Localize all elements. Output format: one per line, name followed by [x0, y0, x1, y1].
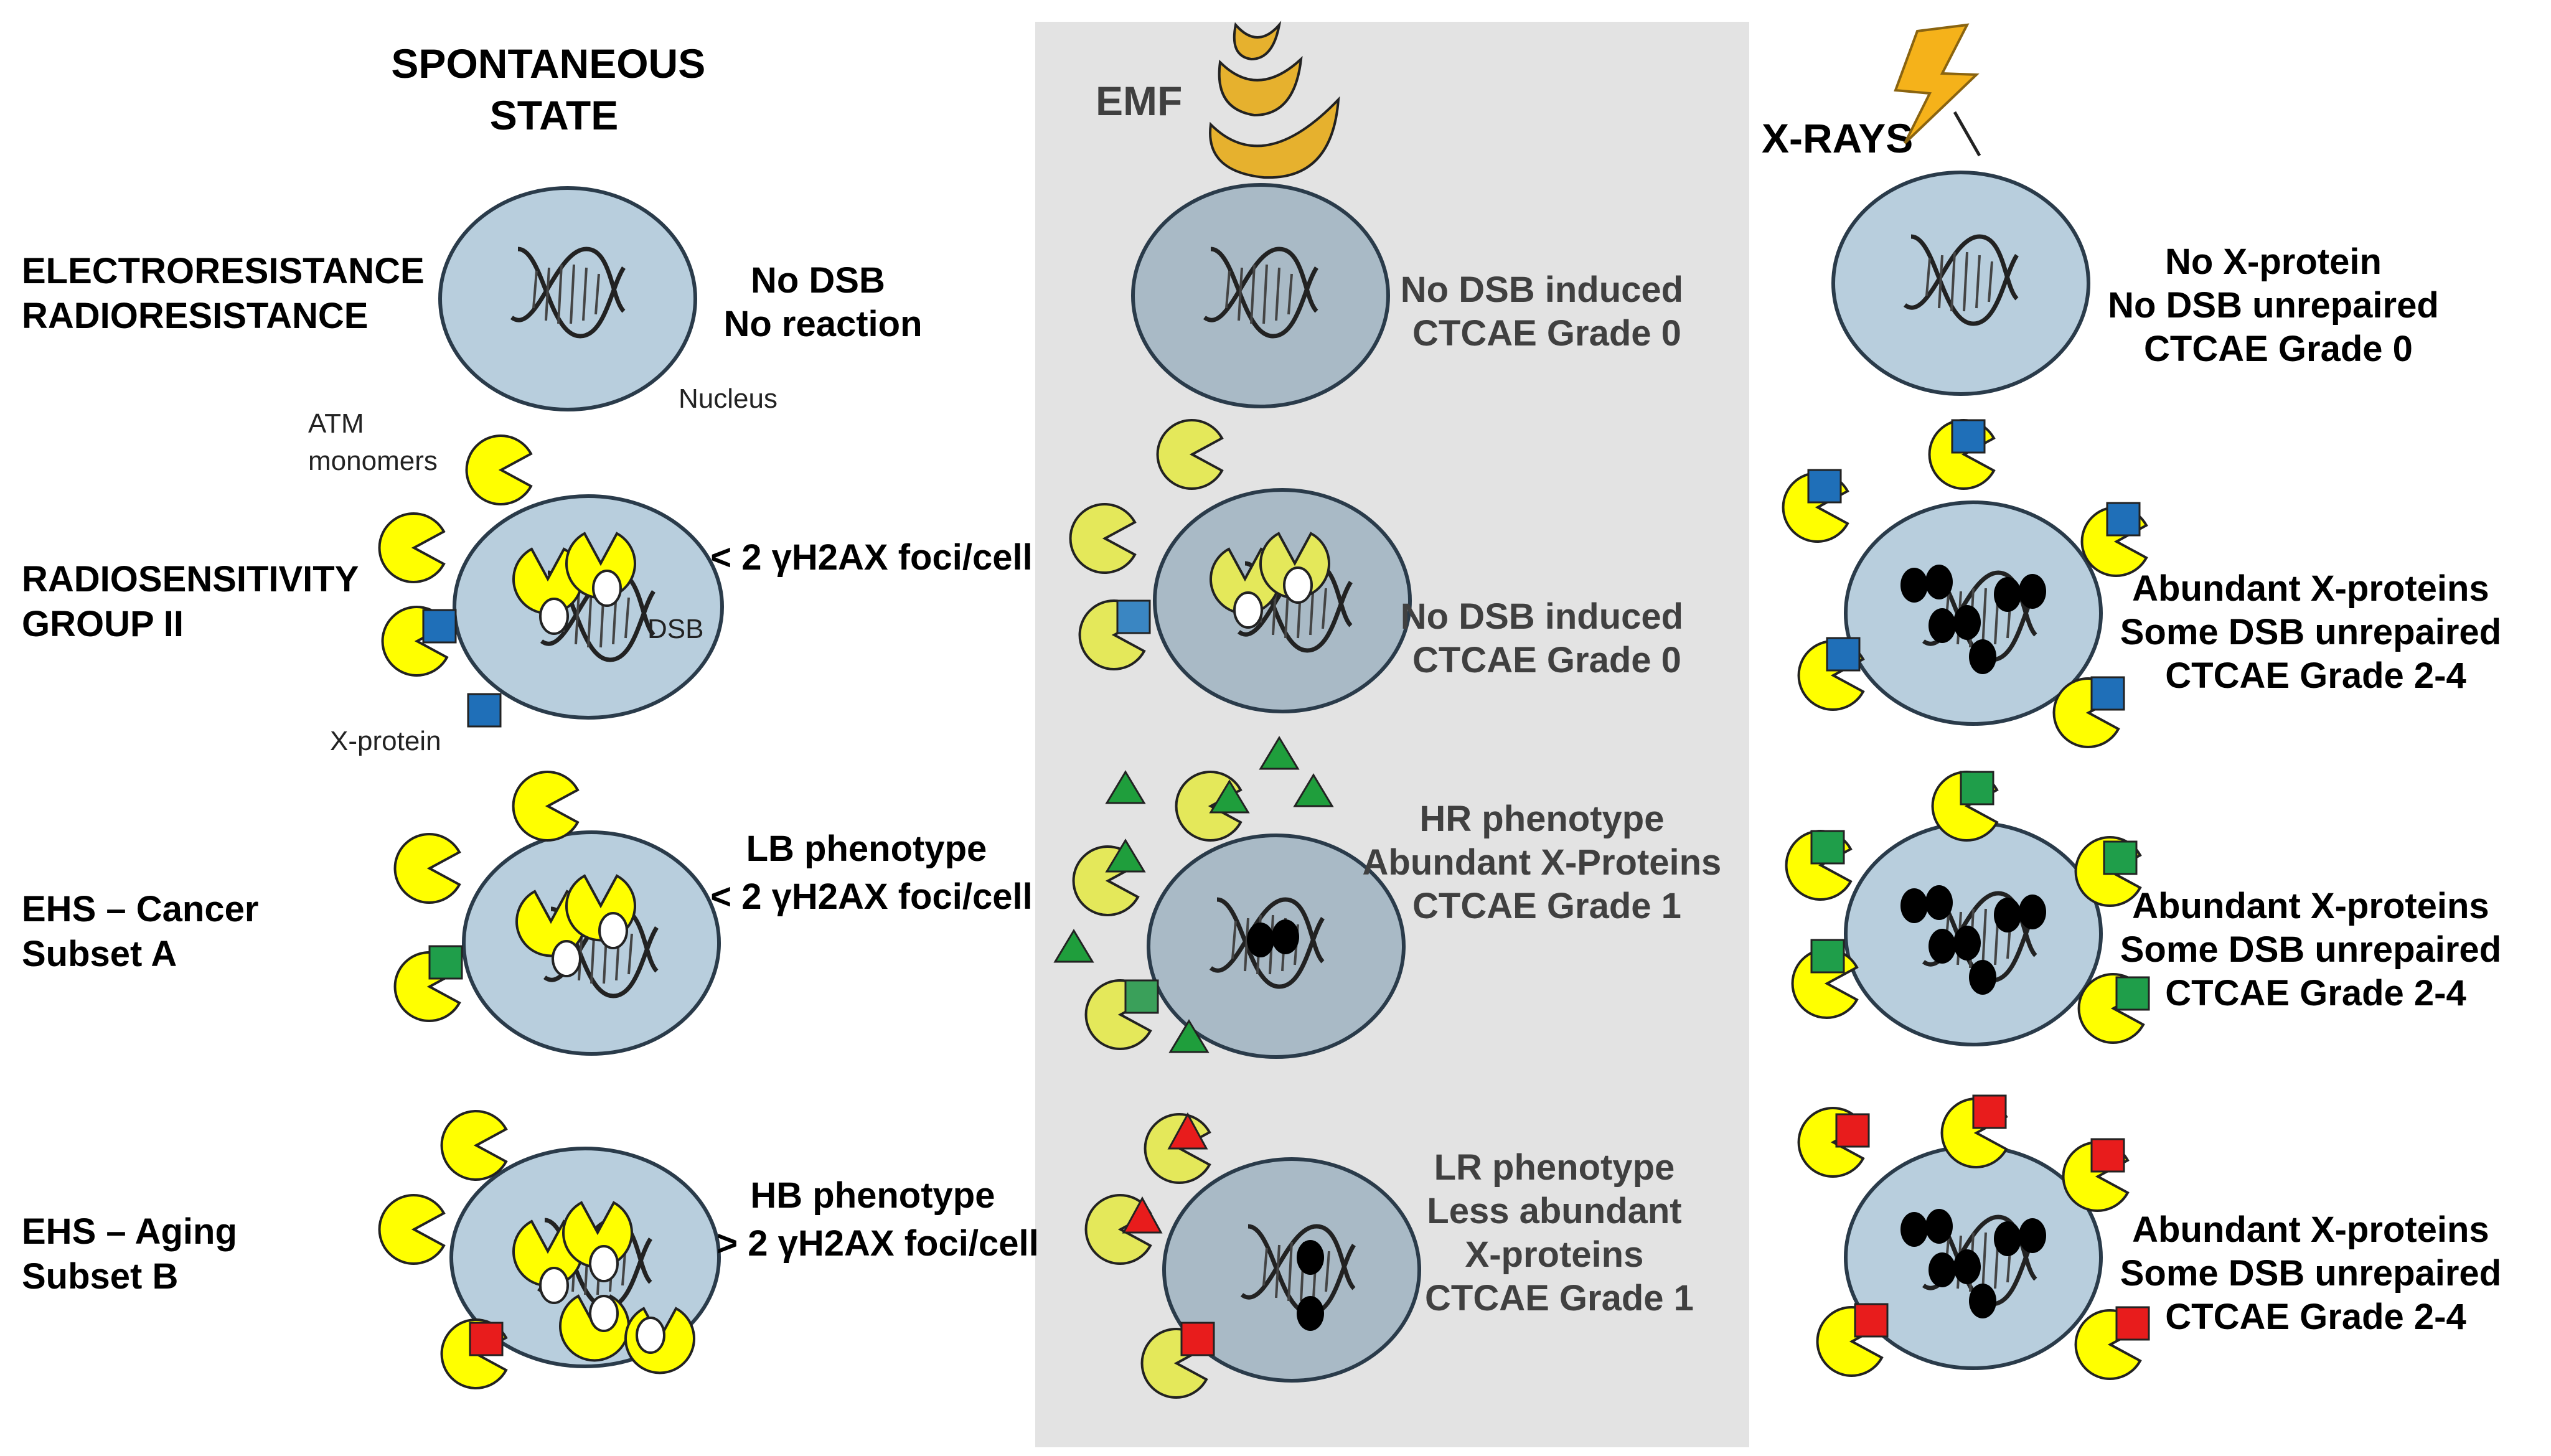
spontaneous-text-row1: No DSB No reaction — [723, 260, 922, 344]
cell-emf-row3: HR phenotype Abundant X-Proteins CTCAE G… — [1053, 736, 1732, 1059]
x-protein-icon — [1807, 469, 1842, 504]
emf-text-row2: No DSB induced CTCAE Grade 0 — [1401, 596, 1693, 680]
nucleus — [438, 186, 697, 411]
emf-text-row3: HR phenotype Abundant X-Proteins CTCAE G… — [1363, 799, 1732, 926]
emf-text-row4: LR phenotype Less abundant X-proteins CT… — [1425, 1147, 1694, 1318]
xray-text-row3: Abundant X-proteins Some DSB unrepaired … — [2120, 886, 2512, 1013]
cell-emf-row1: No DSB induced CTCAE Grade 0 — [1131, 183, 1693, 408]
nucleus — [1153, 488, 1412, 713]
header-xrays: X-RAYS — [1762, 115, 1913, 161]
row-label-4: EHS – Aging Subset B — [22, 1211, 247, 1297]
spontaneous-text-row2: < 2 γH2AX foci/cell — [710, 537, 1032, 578]
nucleus — [453, 494, 724, 720]
header-spontaneous: SPONTANEOUS STATE — [391, 40, 716, 138]
cell-emf-row4: LR phenotype Less abundant X-proteins CT… — [1084, 1112, 1694, 1399]
atm-monomer-icon — [393, 833, 461, 904]
row-label-2: RADIOSENSITIVITY GROUP II — [22, 559, 368, 644]
nucleus-label: Nucleus — [679, 383, 778, 414]
row-label-3: EHS – Cancer Subset A — [22, 889, 269, 974]
atm-monomer-icon — [378, 512, 445, 583]
cell-xray-row3: Abundant X-proteins Some DSB unrepaired … — [1785, 771, 2512, 1046]
atm-monomer-icon — [378, 1194, 445, 1265]
triangle-icon — [1053, 736, 1334, 1053]
atm-monomer-icon — [465, 434, 532, 505]
triangle-icon — [1122, 1112, 1208, 1234]
x-protein-icon — [1116, 599, 1151, 634]
spontaneous-text-row4: HB phenotype > 2 γH2AX foci/cell — [716, 1175, 1038, 1264]
x-protein-icon — [1124, 979, 1159, 1014]
atm-monomer-icon — [512, 771, 579, 842]
cell-emf-row2: No DSB induced CTCAE Grade 0 — [1069, 419, 1693, 713]
x-protein-icon — [2115, 1306, 2150, 1341]
row-label-1: ELECTRORESISTANCE RADIORESISTANCE — [22, 251, 435, 336]
x-protein-icon — [1810, 939, 1845, 974]
x-protein-icon — [2090, 676, 2125, 711]
x-protein-icon — [1960, 771, 1994, 805]
atm-monomer-icon — [440, 1110, 507, 1181]
x-protein-icon — [469, 1322, 504, 1356]
xprotein-label: X-protein — [330, 726, 441, 756]
cell-xray-row4: Abundant X-proteins Some DSB unrepaired … — [1797, 1094, 2512, 1380]
nucleus — [462, 830, 721, 1056]
cell-spontaneous-row4: HB phenotype > 2 γH2AX foci/cell — [378, 1110, 1039, 1389]
x-protein-icon — [2106, 502, 2141, 537]
cell-spontaneous-row1: Nucleus No DSB No reaction — [438, 186, 923, 414]
xray-text-row2: Abundant X-proteins Some DSB unrepaired … — [2120, 568, 2512, 696]
header-emf: EMF — [1096, 78, 1182, 124]
x-protein-icon — [1835, 1113, 1870, 1148]
nucleus — [1831, 171, 2090, 396]
atm-label: ATM monomers — [308, 408, 438, 476]
x-protein-icon — [2090, 1138, 2125, 1173]
x-protein-icon — [1810, 830, 1845, 865]
x-protein-icon — [1180, 1322, 1215, 1356]
emf-wave-icon — [1209, 21, 1340, 179]
x-protein-icon — [2115, 976, 2150, 1011]
spontaneous-text-row3: LB phenotype < 2 γH2AX foci/cell — [710, 829, 1032, 917]
lightning-icon — [1894, 23, 1981, 157]
x-protein-icon — [1972, 1094, 2007, 1129]
nucleus — [1131, 183, 1390, 408]
x-protein-icon — [1951, 419, 1986, 454]
emf-text-row1: No DSB induced CTCAE Grade 0 — [1401, 270, 1693, 354]
x-protein-icon — [1854, 1303, 1889, 1338]
cell-xray-row1: No X-protein No DSB unrepaired CTCAE Gra… — [1831, 171, 2449, 396]
cell-spontaneous-row3: LB phenotype < 2 γH2AX foci/cell — [393, 771, 1033, 1056]
cell-spontaneous-row2: DSB ATM monomers X-protein < 2 γH2AX foc… — [308, 408, 1033, 756]
x-protein-icon — [1826, 637, 1861, 672]
x-protein-icon — [422, 609, 457, 644]
x-protein-icon — [467, 693, 502, 728]
dsb-label: DSB — [647, 614, 703, 644]
cell-xray-row2: Abundant X-proteins Some DSB unrepaired … — [1782, 419, 2512, 748]
x-protein-icon — [428, 945, 463, 980]
xray-text-row1: No X-protein No DSB unrepaired CTCAE Gra… — [2108, 242, 2449, 369]
x-protein-icon — [2103, 840, 2138, 875]
xray-text-row4: Abundant X-proteins Some DSB unrepaired … — [2120, 1209, 2512, 1337]
nucleus — [1162, 1157, 1421, 1383]
